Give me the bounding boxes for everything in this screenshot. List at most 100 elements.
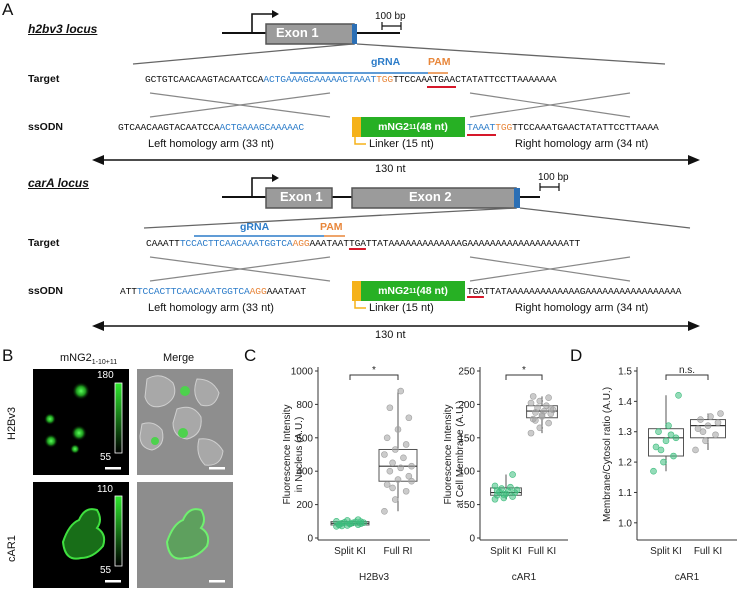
x-axis-label-0: H2Bv3 xyxy=(359,572,389,583)
category-label-2-0: Split KI xyxy=(650,546,682,557)
point-2-0-2 xyxy=(670,452,677,460)
significance-label-2: n.s. xyxy=(679,365,695,376)
significance-bracket-1 xyxy=(505,374,543,380)
h2b-target-label: Target xyxy=(28,73,60,85)
cara-ssodn-left: ATTTCCACTTCAACAAATGGTCAAGGAAATAAT xyxy=(120,286,307,297)
h2b-right-arm-label: Right homology arm (34 nt) xyxy=(515,138,649,150)
point-0-1-11 xyxy=(381,451,388,458)
point-2-1-8 xyxy=(717,410,724,417)
point-0-1-1 xyxy=(391,496,399,503)
point-0-1-13 xyxy=(402,441,410,448)
h2b-grna-label: gRNA xyxy=(371,56,401,68)
y-tick-label-1-2: 100 xyxy=(458,467,475,478)
cara-locus-label: carA locus xyxy=(28,176,89,190)
cara-pam-label: PAM xyxy=(320,221,343,233)
panel-d-letter: D xyxy=(570,346,583,365)
y-tick-label-1-4: 200 xyxy=(458,400,475,411)
micrograph-h2bv3-merge xyxy=(137,369,233,475)
significance-label-1: * xyxy=(522,365,526,376)
point-2-0-0 xyxy=(650,467,657,475)
cara-ssodn-label: ssODN xyxy=(28,285,64,297)
point-1-1-14 xyxy=(529,393,537,400)
point-0-1-12 xyxy=(391,446,399,453)
point-2-0-7 xyxy=(665,422,672,429)
cara-target-sequence: CAAATTTCCACTTCAACAAATGGTCAAGGAAATAATTGAT… xyxy=(146,238,581,249)
point-0-0-16 xyxy=(357,518,365,525)
category-label-0-0: Split KI xyxy=(334,546,366,557)
box-2-0 xyxy=(648,428,684,457)
y-tick-label-0-1: 200 xyxy=(296,500,313,511)
point-0-1-2 xyxy=(402,487,410,495)
point-0-1-18 xyxy=(397,387,405,395)
significance-bracket-0 xyxy=(349,374,399,380)
point-0-1-5 xyxy=(405,472,413,480)
box-2-1 xyxy=(690,419,726,439)
point-0-1-15 xyxy=(394,426,402,433)
point-1-1-17 xyxy=(532,417,539,424)
point-0-1-14 xyxy=(383,434,391,442)
y-tick-label-1-3: 150 xyxy=(458,433,475,444)
point-0-1-6 xyxy=(386,467,394,475)
h2b-total-length: 130 nt xyxy=(375,163,406,175)
y-tick-label-0-5: 1000 xyxy=(291,367,314,378)
x-axis-label-2: cAR1 xyxy=(675,572,700,583)
point-2-0-3 xyxy=(652,443,660,451)
car1-colorbar-min: 55 xyxy=(100,565,112,576)
cara-total-length: 130 nt xyxy=(375,329,406,341)
point-1-0-12 xyxy=(500,491,508,498)
point-0-1-7 xyxy=(397,464,405,472)
category-label-0-1: Full RI xyxy=(384,546,413,557)
y-axis-label-0: Fluorescence Intensityin Nucleus (A.U.) xyxy=(282,404,305,504)
point-0-1-20 xyxy=(389,484,396,492)
point-1-0-8 xyxy=(513,486,521,494)
point-0-1-19 xyxy=(408,477,415,485)
y-tick-label-0-0: 0 xyxy=(307,534,313,545)
point-2-1-9 xyxy=(699,428,707,436)
h2bv3-locus-label: h2bv3 locus xyxy=(28,22,98,36)
panel-b-letter: B xyxy=(2,346,14,365)
point-1-1-1 xyxy=(536,424,544,432)
cara-right-arm-label: Right homology arm (34 nt) xyxy=(515,302,649,314)
y-tick-label-1-1: 50 xyxy=(464,500,476,511)
point-1-1-16 xyxy=(547,405,555,412)
cara-target-label: Target xyxy=(28,237,60,249)
cara-linker-box xyxy=(352,281,361,301)
point-2-0-4 xyxy=(662,437,670,445)
h2b-left-arm-label: Left homology arm (33 nt) xyxy=(148,138,274,150)
h2b-ssodn-stop-underline xyxy=(467,134,496,136)
h2bv3-colorbar-min: 55 xyxy=(100,452,112,463)
panel-b-col1-title: mNG21-10+11 xyxy=(60,352,118,367)
point-0-0-17 xyxy=(338,522,346,530)
cara-exon1-label: Exon 1 xyxy=(280,189,323,204)
point-0-1-10 xyxy=(400,454,407,462)
h2bv3-colorbar-max: 180 xyxy=(97,370,114,381)
micrograph-car1-green xyxy=(33,482,129,588)
y-axis-label-1: Fluorescence Intensityat Cell Membrane (… xyxy=(443,401,466,509)
point-1-0-13 xyxy=(509,471,516,478)
cara-left-arm-label: Left homology arm (33 nt) xyxy=(148,302,274,314)
category-label-1-1: Full KI xyxy=(528,546,556,557)
y-tick-label-1-5: 250 xyxy=(458,367,475,378)
point-2-1-5 xyxy=(714,419,722,426)
point-0-1-3 xyxy=(383,481,391,488)
cara-exon2-label: Exon 2 xyxy=(409,189,452,204)
point-0-1-8 xyxy=(408,462,415,470)
h2b-ssodn-right: TAAATTGGTTCCAAATGAACTATATTCCTTAAAA xyxy=(467,122,659,133)
point-2-0-6 xyxy=(655,428,662,436)
point-2-1-3 xyxy=(694,425,702,432)
h2b-linker-label: Linker (15 nt) xyxy=(369,138,434,150)
significance-label-0: * xyxy=(372,365,376,376)
h2b-ssodn-left: GTCAACAAGTACAATCCAACTGAAAGCAAAAAC xyxy=(118,122,305,133)
point-2-1-6 xyxy=(697,416,704,423)
point-0-1-17 xyxy=(386,404,394,412)
micrograph-car1-merge xyxy=(137,482,233,588)
y-tick-label-2-4: 1.4 xyxy=(618,397,632,408)
h2b-pam-label: PAM xyxy=(428,56,451,68)
point-1-1-15 xyxy=(538,411,546,419)
point-2-0-10 xyxy=(667,431,675,439)
panel-b-col2-title: Merge xyxy=(163,352,195,364)
